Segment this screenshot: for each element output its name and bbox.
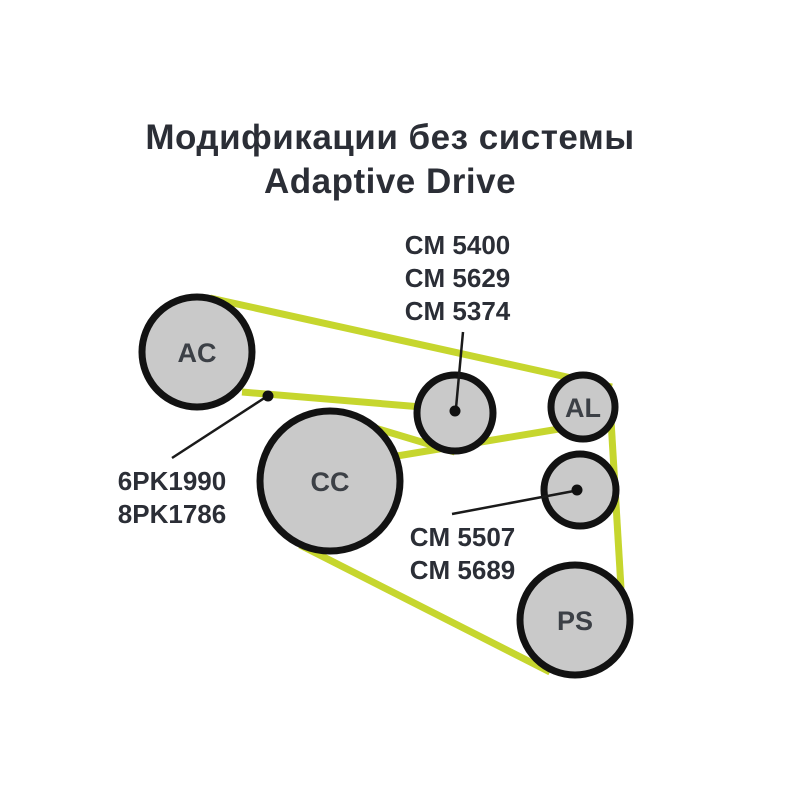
pulley-label-ac: AC (178, 338, 217, 368)
pulley-al (547, 371, 619, 443)
part-numbers-belt: 6PK1990 8PK1786 (92, 465, 252, 531)
pointer-line-idler-right (451, 489, 575, 516)
belt-segment-ac-to-al (209, 294, 613, 391)
pulley-labels: AC CC AL PS (178, 338, 602, 636)
pulley-label-al: AL (565, 393, 601, 423)
part-number: CM 5629 (404, 263, 511, 293)
part-number: CM 5400 (404, 230, 511, 260)
pulleys (138, 293, 634, 679)
pulley-label-ps: PS (557, 606, 593, 636)
diagram-title-line-2: Adaptive Drive (263, 162, 517, 201)
diagram-title-line-1: Модификации без системы (145, 118, 635, 157)
part-number: CM 5374 (404, 296, 511, 326)
pointer-dot-idler-top (449, 405, 461, 417)
pulley-ps (516, 561, 634, 679)
pulley-cc (256, 407, 404, 555)
part-number: 6PK1990 (117, 466, 227, 496)
pointer-line-belt-part (171, 395, 267, 460)
diagram-title: Модификации без системы Adaptive Drive (0, 116, 780, 204)
part-numbers-idler-right: CM 5507 CM 5689 (380, 521, 545, 587)
pulley-ac (138, 293, 256, 411)
pointer-dot-idler-right (571, 484, 583, 496)
part-number: 8PK1786 (117, 499, 227, 529)
pointer-line-idler-top (454, 331, 465, 409)
pointer-dot-belt-part (262, 390, 274, 402)
belt-segment-cc-to-ps (298, 541, 552, 676)
pulley-label-cc: CC (311, 467, 350, 497)
part-numbers-idler-top: CM 5400 CM 5629 CM 5374 (375, 229, 540, 328)
part-number: CM 5507 (409, 522, 516, 552)
callouts (171, 331, 583, 516)
part-number: CM 5689 (409, 555, 516, 585)
